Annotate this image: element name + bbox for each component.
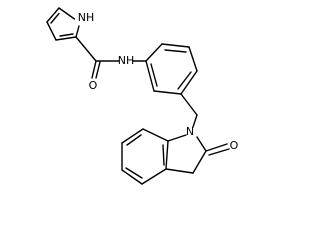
bond — [205, 143, 228, 152]
bond — [167, 134, 187, 142]
amide-linker — [75, 36, 147, 79]
bond — [125, 167, 143, 179]
bond — [121, 169, 143, 185]
bond — [75, 36, 97, 62]
bond — [153, 90, 182, 95]
bond — [188, 46, 198, 72]
structure-canvas: NH NH O N O — [46, 7, 239, 185]
bond — [46, 7, 60, 23]
lactam-ring — [165, 134, 230, 174]
bond — [50, 12, 60, 24]
bond — [145, 60, 155, 92]
bond — [150, 63, 158, 87]
bond — [162, 144, 165, 166]
bond — [192, 150, 207, 174]
pyrrole-ring — [46, 7, 80, 41]
atom-label-lactam-o: O — [230, 139, 239, 152]
bond — [75, 25, 80, 38]
atom-label-amide-o: O — [89, 79, 98, 92]
bond — [196, 136, 207, 152]
bond — [177, 71, 192, 90]
bond — [161, 43, 190, 48]
benzene-ring — [145, 43, 198, 95]
bond — [145, 43, 163, 62]
methylene-linker — [180, 93, 198, 128]
bond — [180, 93, 198, 116]
bond — [142, 128, 169, 142]
bond — [180, 70, 198, 95]
bond — [192, 114, 198, 128]
bond — [121, 128, 144, 144]
atom-label-pyrrole-nh: NH — [78, 11, 95, 24]
bond — [91, 60, 97, 79]
bond — [55, 36, 77, 41]
bond — [95, 61, 101, 79]
bond — [126, 134, 142, 146]
atom-label-indolinone-n: N — [186, 125, 194, 138]
fused-benzene-ring — [121, 128, 169, 185]
bond — [165, 168, 194, 174]
bond — [46, 21, 57, 41]
bond — [59, 33, 74, 37]
bond — [58, 7, 76, 20]
molecule-diagram: NH NH O N O — [46, 7, 239, 185]
bond — [164, 49, 187, 53]
atom-label-amide-nh: NH — [118, 54, 135, 67]
bond — [141, 168, 167, 185]
bond — [165, 140, 169, 170]
bond — [208, 148, 230, 156]
